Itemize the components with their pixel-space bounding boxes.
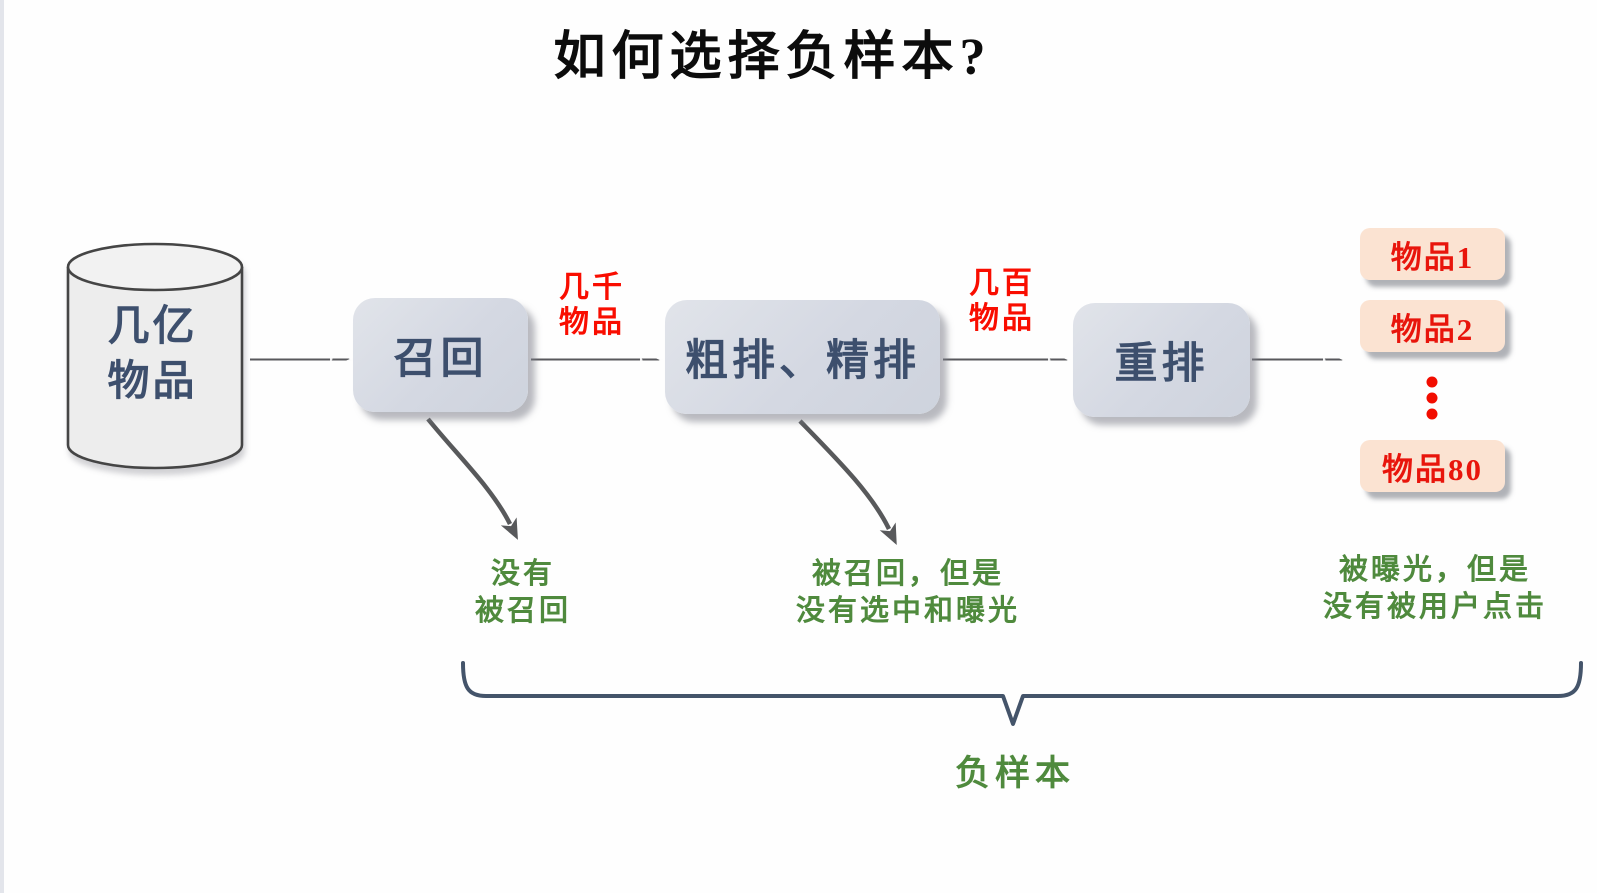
note-recalled-not-selected-line2: 没有选中和曝光 [795,595,1020,627]
dropout-arrows [426,417,897,545]
note-recalled-not-selected: 被召回，但是 没有选中和曝光 [738,556,1078,630]
database-label-line1: 几亿 [107,304,198,350]
note-not-recalled-line2: 被召回 [474,595,571,627]
arrow-ranking-dropout [798,419,897,545]
note-not-recalled: 没有 被召回 [393,556,653,630]
result-item-2-label: 物品2 [1390,311,1475,347]
note-exposed-not-clicked-line2: 没有被用户点击 [1322,591,1547,623]
note-not-recalled-line1: 没有 [490,558,555,590]
flow-arrows [250,349,1343,370]
note-exposed-not-clicked-line1: 被曝光，但是 [1338,554,1531,586]
count-thousands-line2: 物品 [559,306,625,339]
result-item-80-label: 物品80 [1382,451,1483,487]
count-thousands-line1: 几千 [559,271,625,304]
count-hundreds-line2: 物品 [969,302,1035,335]
negative-samples-brace [461,661,1583,726]
count-hundreds-line1: 几百 [969,267,1035,300]
stage-box-rerank: 重排 [1073,303,1250,417]
count-label-thousands: 几千 物品 [512,270,672,340]
result-item-1: 物品1 [1360,228,1505,280]
note-exposed-not-clicked: 被曝光，但是 没有被用户点击 [1275,552,1595,626]
database-label-line2: 物品 [107,359,198,405]
stage-box-recall: 召回 [353,298,528,412]
count-label-hundreds: 几百 物品 [922,266,1082,336]
page-edge-strip [0,0,4,893]
stage-label-rerank: 重排 [1114,341,1209,388]
stage-label-ranking: 粗排、精排 [685,338,920,385]
negative-samples-caption: 负样本 [954,754,1075,793]
note-recalled-not-selected-line1: 被召回，但是 [811,558,1004,590]
database-label: 几亿 物品 [70,300,235,410]
page-title: 如何选择负样本? [553,29,992,86]
stage-label-recall: 召回 [393,336,488,383]
arrow-recall-dropout [426,417,518,540]
result-item-80: 物品80 [1360,440,1505,492]
database-cylinder-icon [66,242,244,470]
stage-box-ranking: 粗排、精排 [665,300,940,414]
result-item-1-label: 物品1 [1390,239,1475,275]
ellipsis-dots-icon [1426,376,1438,420]
result-item-2: 物品2 [1360,300,1505,352]
